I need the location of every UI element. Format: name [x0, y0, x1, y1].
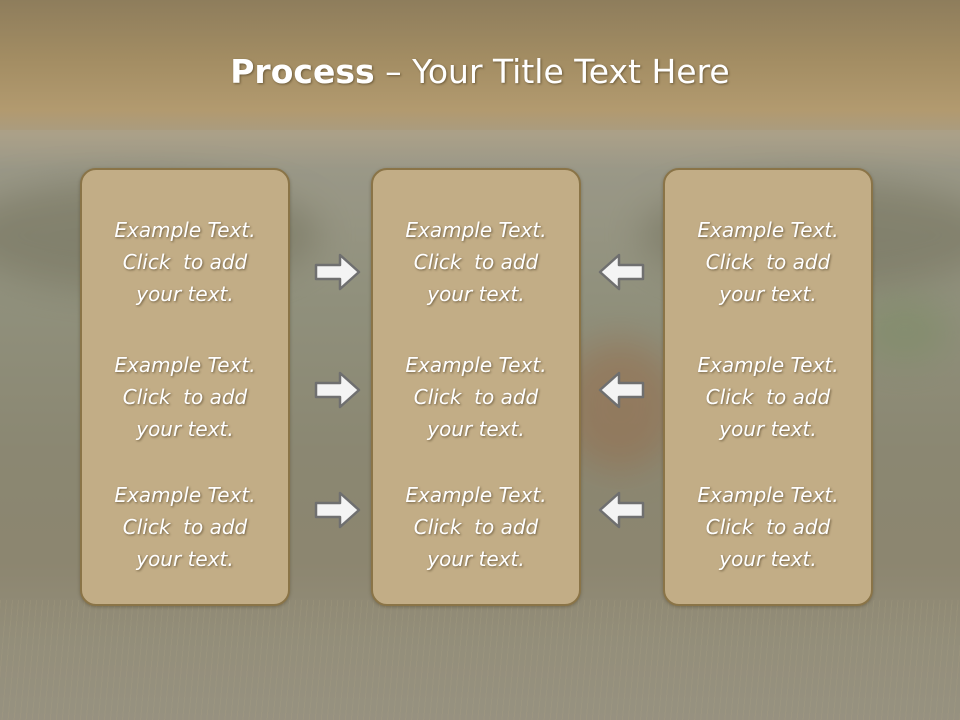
text-line: Click to add: [705, 385, 831, 409]
text-line: Example Text.: [405, 218, 547, 242]
text-placeholder[interactable]: Example Text. Click to add your text.: [82, 349, 288, 445]
text-placeholder[interactable]: Example Text. Click to add your text.: [82, 214, 288, 310]
background-grass: [0, 600, 960, 720]
text-line: Example Text.: [697, 353, 839, 377]
arrow-right-icon[interactable]: [314, 370, 362, 410]
arrow-right-icon[interactable]: [314, 252, 362, 292]
background-green-patch: [860, 300, 950, 360]
text-placeholder[interactable]: Example Text. Click to add your text.: [373, 349, 579, 445]
arrow-left-icon[interactable]: [597, 370, 645, 410]
text-box-right[interactable]: Example Text. Click to add your text. Ex…: [663, 168, 873, 606]
text-line: Example Text.: [114, 353, 256, 377]
text-line: your text.: [427, 547, 525, 571]
text-placeholder[interactable]: Example Text. Click to add your text.: [665, 214, 871, 310]
text-box-center[interactable]: Example Text. Click to add your text. Ex…: [371, 168, 581, 606]
title-rest-part: – Your Title Text Here: [374, 52, 730, 91]
text-line: Click to add: [122, 515, 248, 539]
text-line: Click to add: [413, 385, 539, 409]
text-line: your text.: [136, 417, 234, 441]
text-line: Example Text.: [697, 483, 839, 507]
text-placeholder[interactable]: Example Text. Click to add your text.: [665, 349, 871, 445]
text-line: Example Text.: [114, 218, 256, 242]
text-line: Example Text.: [114, 483, 256, 507]
text-line: Click to add: [122, 250, 248, 274]
text-box-left[interactable]: Example Text. Click to add your text. Ex…: [80, 168, 290, 606]
text-line: your text.: [136, 547, 234, 571]
text-placeholder[interactable]: Example Text. Click to add your text.: [373, 479, 579, 575]
text-line: Click to add: [705, 515, 831, 539]
text-placeholder[interactable]: Example Text. Click to add your text.: [373, 214, 579, 310]
text-line: Example Text.: [405, 353, 547, 377]
text-line: Click to add: [122, 385, 248, 409]
text-line: your text.: [427, 417, 525, 441]
text-line: Click to add: [705, 250, 831, 274]
text-line: your text.: [719, 417, 817, 441]
text-line: your text.: [136, 282, 234, 306]
arrow-left-icon[interactable]: [597, 252, 645, 292]
text-line: Example Text.: [405, 483, 547, 507]
arrow-right-icon[interactable]: [314, 490, 362, 530]
arrow-left-icon[interactable]: [597, 490, 645, 530]
text-line: Click to add: [413, 515, 539, 539]
title-bold-part: Process: [230, 52, 375, 91]
text-line: your text.: [719, 282, 817, 306]
text-line: your text.: [719, 547, 817, 571]
slide-title[interactable]: Process – Your Title Text Here: [0, 52, 960, 91]
text-line: Example Text.: [697, 218, 839, 242]
text-placeholder[interactable]: Example Text. Click to add your text.: [82, 479, 288, 575]
text-placeholder[interactable]: Example Text. Click to add your text.: [665, 479, 871, 575]
text-line: your text.: [427, 282, 525, 306]
text-line: Click to add: [413, 250, 539, 274]
